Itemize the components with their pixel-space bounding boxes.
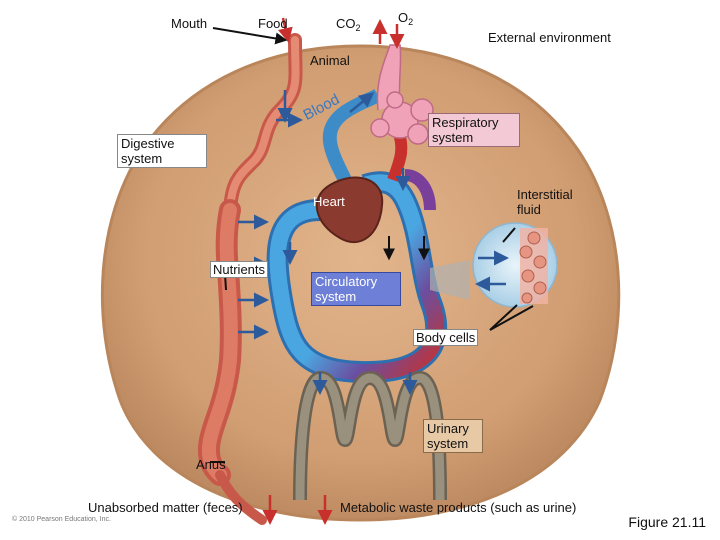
circulatory-loop — [266, 88, 448, 384]
o2-text: O — [398, 10, 409, 25]
urinary-system-label: Urinary system — [423, 419, 483, 453]
heart-organ — [315, 176, 384, 244]
circulatory-system-label: Circulatory system — [311, 272, 401, 306]
body-cells-label: Body cells — [413, 329, 479, 346]
o2-label: O2 — [398, 10, 413, 30]
lung-organ — [370, 44, 444, 145]
metabolic-waste-label: Metabolic waste products (such as urine) — [340, 500, 577, 515]
transport-arrows — [238, 90, 509, 395]
anus-label: Anus — [196, 457, 226, 472]
o2-subscript: 2 — [408, 17, 414, 27]
copyright-notice: © 2010 Pearson Education, Inc. — [12, 516, 111, 523]
animal-label: Animal — [310, 53, 350, 68]
unabsorbed-matter-label: Unabsorbed matter (feces) — [88, 500, 243, 515]
food-label: Food — [258, 16, 288, 31]
interstitial-fluid-label: Interstitial fluid — [517, 187, 573, 217]
vessel-flow-arrows — [383, 236, 430, 261]
co2-label: CO2 — [336, 16, 361, 36]
digestive-tract — [198, 33, 303, 525]
external-environment-label: External environment — [488, 30, 611, 45]
co2-subscript: 2 — [355, 23, 361, 33]
heart-label: Heart — [313, 194, 345, 209]
mouth-label: Mouth — [171, 16, 208, 31]
leader-lines — [210, 27, 534, 463]
nutrients-label: Nutrients — [210, 261, 269, 278]
figure-caption: Figure 21.11 — [628, 514, 706, 530]
interstitial-fluid-circle — [430, 222, 558, 308]
respiratory-system-label: Respiratory system — [428, 113, 520, 147]
digestive-system-label: Digestive system — [117, 134, 207, 168]
co2-text: CO — [336, 16, 356, 31]
